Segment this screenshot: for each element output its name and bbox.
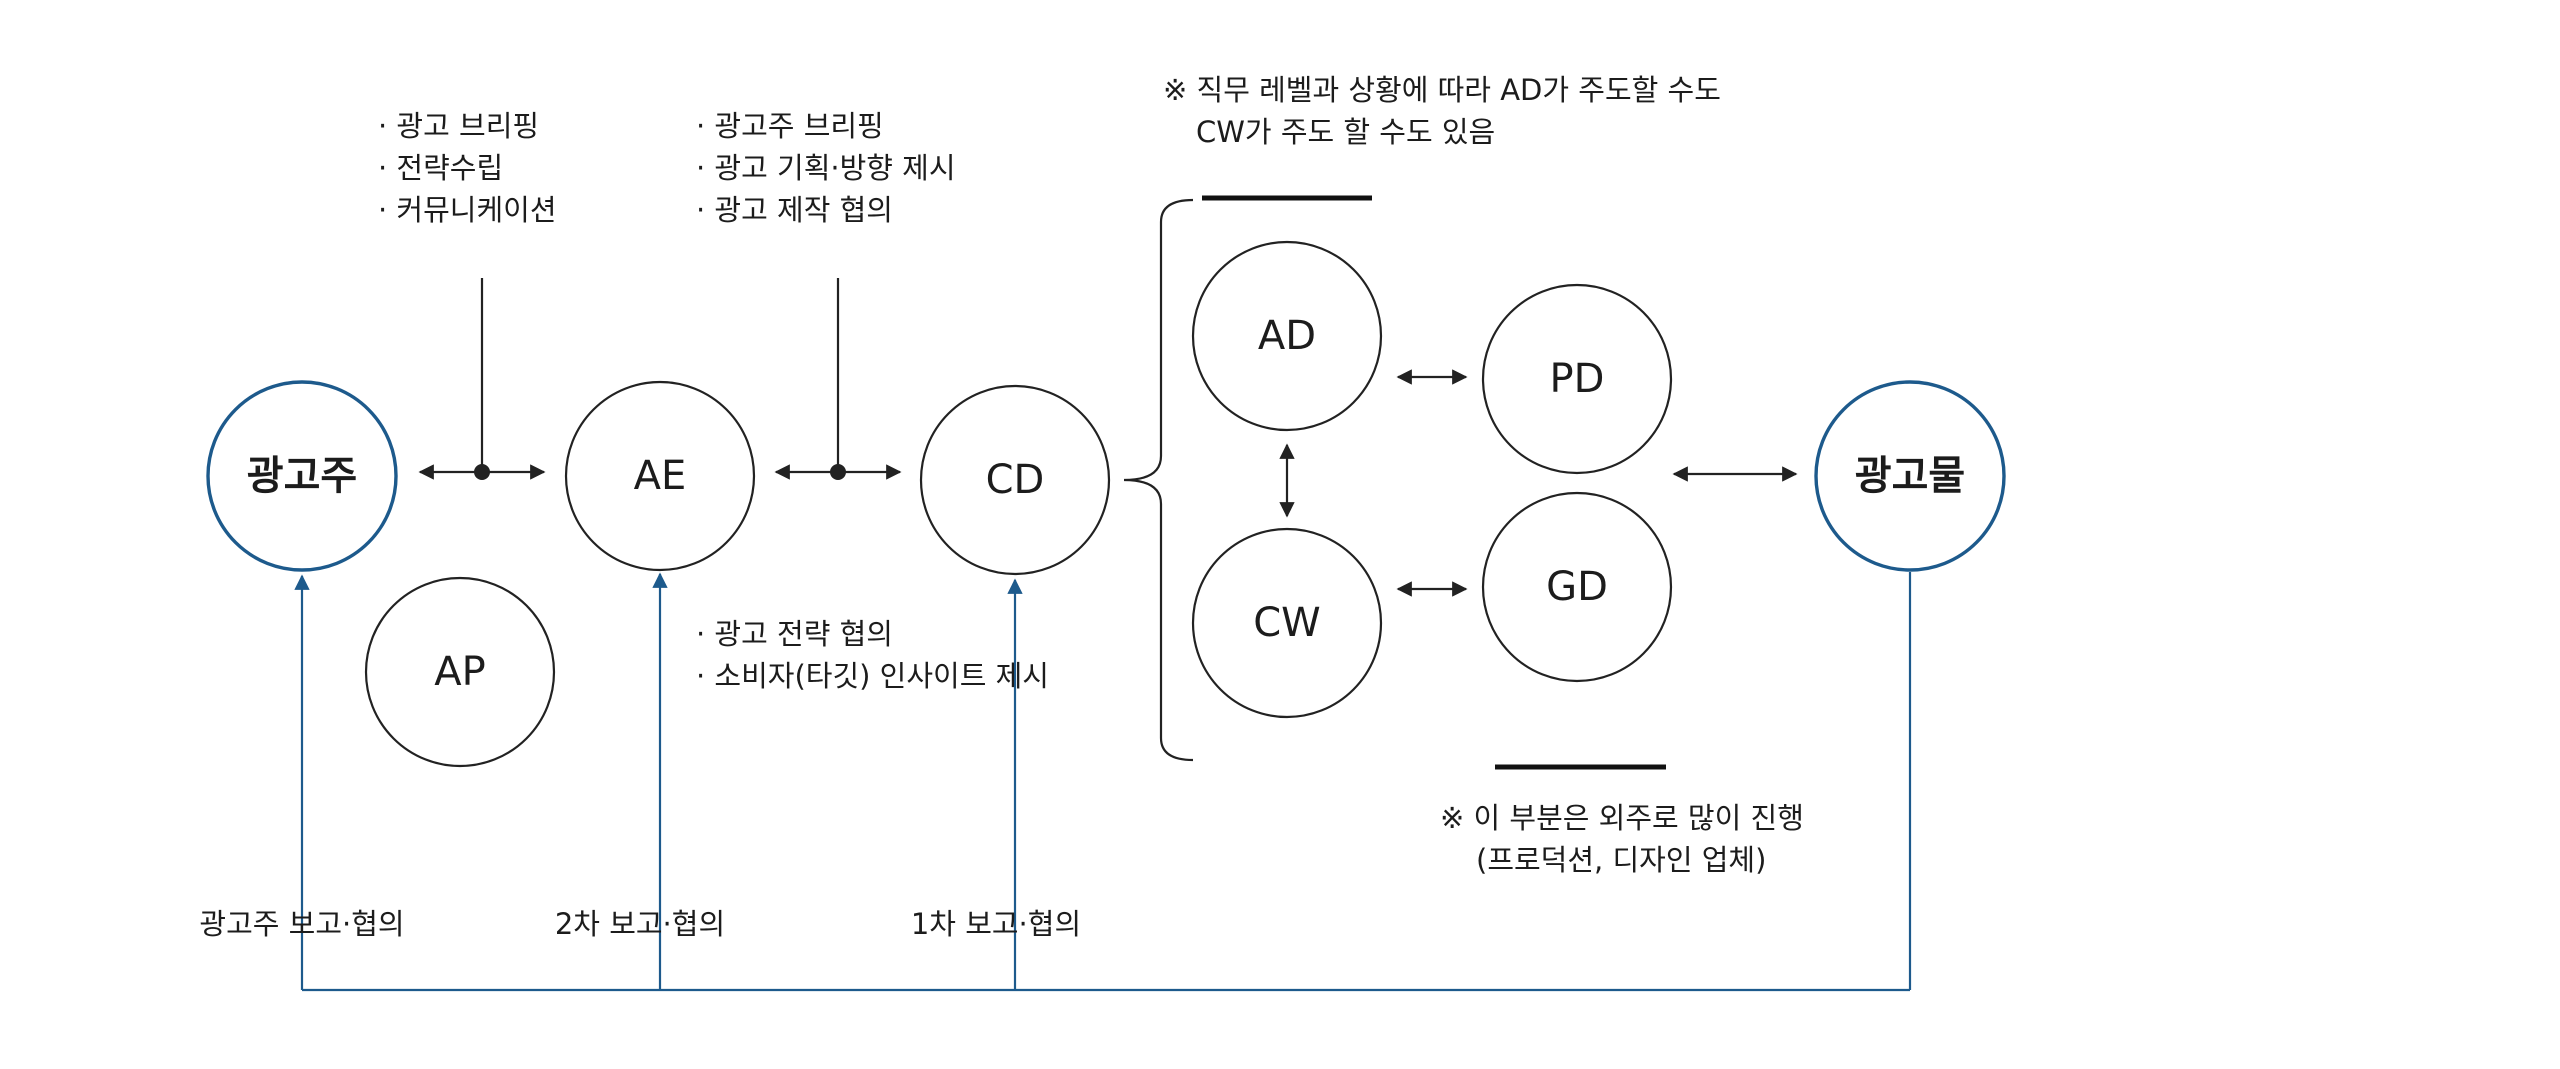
feedback-label-advertiser: 광고주 보고·협의 [199, 907, 404, 941]
node-ae: AE [564, 380, 756, 572]
bottom-note-line: ※ 이 부분은 외주로 많이 진행 [1440, 801, 1804, 835]
ae-label: AE [634, 453, 687, 499]
strategy-item: · 광고 전략 협의 [696, 617, 893, 651]
node-pd: PD [1481, 283, 1673, 475]
output-label: 광고물 [1855, 453, 1965, 499]
connectors [418, 195, 1798, 770]
top-note-line: ※ 직무 레벨과 상황에 따라 AD가 주도할 수도 [1163, 73, 1721, 107]
ae-task-item: · 광고 브리핑 [378, 109, 539, 143]
ae-task-item: · 커뮤니케이션 [378, 193, 557, 227]
bottom-note-line: (프로덕션, 디자인 업체) [1476, 843, 1766, 877]
node-gd: GD [1481, 491, 1673, 683]
node-cd: CD [919, 384, 1111, 576]
cw-label: CW [1253, 600, 1320, 646]
node-cw: CW [1191, 527, 1383, 719]
node-advertiser: 광고주 [206, 380, 398, 572]
cd-task-item: · 광고 제작 협의 [696, 193, 893, 227]
ad-label: AD [1258, 313, 1316, 359]
creative-team-brace [1123, 198, 1194, 762]
feedback-label-first: 1차 보고·협의 [911, 907, 1081, 941]
strategy-item: · 소비자(타깃) 인사이트 제시 [696, 659, 1049, 693]
ae-tasks-list: · 광고 브리핑 · 전략수립 · 커뮤니케이션 [378, 109, 557, 227]
cd-task-item: · 광고주 브리핑 [696, 109, 884, 143]
gd-label: GD [1546, 564, 1608, 610]
ae-tasks-dot [474, 464, 490, 480]
ap-label: AP [434, 649, 485, 695]
node-output: 광고물 [1814, 380, 2006, 572]
node-ap: AP [364, 576, 556, 768]
cd-task-item: · 광고 기획·방향 제시 [696, 151, 956, 185]
cd-tasks-dot [830, 464, 846, 480]
node-ad: AD [1191, 240, 1383, 432]
feedback-label-second: 2차 보고·협의 [555, 907, 725, 941]
top-note-line: CW가 주도 할 수도 있음 [1196, 115, 1495, 149]
top-note: ※ 직무 레벨과 상황에 따라 AD가 주도할 수도 CW가 주도 할 수도 있… [1163, 73, 1730, 149]
feedback-loop [294, 572, 1912, 992]
bottom-note: ※ 이 부분은 외주로 많이 진행 (프로덕션, 디자인 업체) [1440, 801, 1813, 877]
strategy-list: · 광고 전략 협의 · 소비자(타깃) 인사이트 제시 [696, 617, 1049, 693]
advertiser-label: 광고주 [247, 453, 357, 499]
cd-tasks-list: · 광고주 브리핑 · 광고 기획·방향 제시 · 광고 제작 협의 [696, 109, 965, 227]
ae-task-item: · 전략수립 [378, 151, 503, 185]
pd-label: PD [1550, 356, 1605, 402]
cd-label: CD [986, 457, 1045, 503]
